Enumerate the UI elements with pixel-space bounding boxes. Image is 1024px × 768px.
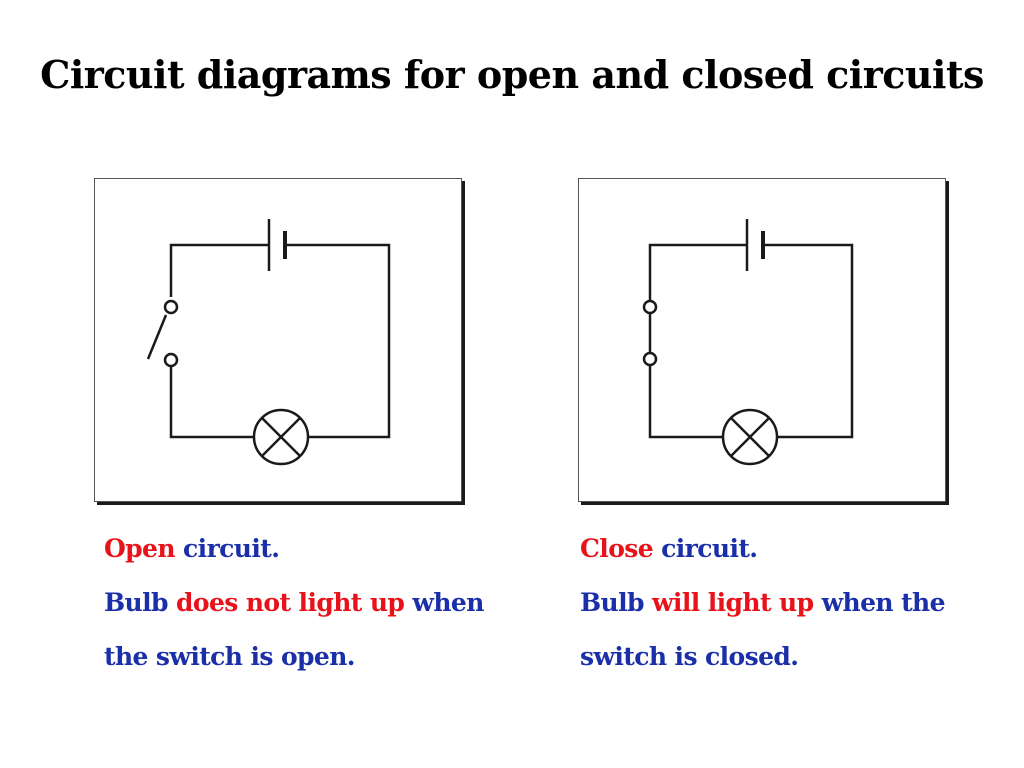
caption-text: circuit.: [653, 534, 758, 563]
caption-line-3: switch is closed.: [580, 642, 799, 671]
caption-line-2: Bulb does not light up when: [104, 576, 524, 630]
open-circuit-caption: Open circuit. Bulb does not light up whe…: [104, 522, 524, 684]
switch-terminal-bottom: [642, 351, 658, 367]
caption-text: Bulb: [580, 588, 652, 617]
caption-line-2: Bulb will light up when the: [580, 576, 1000, 630]
wire-bottom-left: [648, 365, 723, 439]
closed-circuit-svg: [642, 219, 854, 466]
wire-top-right: [285, 243, 391, 439]
closed-circuit-caption: Close circuit. Bulb will light up when t…: [580, 522, 1000, 684]
lamp-cross-2: [261, 417, 301, 457]
switch-terminal-bottom: [163, 352, 179, 368]
caption-text: when: [404, 588, 484, 617]
wire-top-left: [169, 243, 269, 297]
open-circuit-svg: [146, 219, 391, 466]
caption-text: when the: [813, 588, 946, 617]
caption-highlight: does not light up: [176, 588, 405, 617]
wire-top-right: [763, 243, 854, 439]
caption-line-1: Open circuit.: [104, 522, 524, 576]
page-title: Circuit diagrams for open and closed cir…: [40, 52, 984, 97]
open-circuit-diagram: [94, 178, 462, 502]
closed-circuit-diagram: [578, 178, 946, 502]
caption-highlight: Close: [580, 534, 654, 563]
caption-line-1: Close circuit.: [580, 522, 1000, 576]
switch-terminal-top: [642, 299, 658, 315]
caption-text: Bulb: [104, 588, 176, 617]
switch-terminal-top: [163, 299, 179, 315]
caption-highlight: Open: [104, 534, 176, 563]
caption-highlight: will light up: [652, 588, 814, 617]
wire-bottom-left: [169, 367, 255, 439]
lamp-cross-2: [730, 417, 770, 457]
switch-lever-open: [146, 314, 168, 360]
caption-line-3: the switch is open.: [104, 642, 356, 671]
wire-top-left: [648, 243, 747, 303]
caption-text: circuit.: [174, 534, 280, 563]
